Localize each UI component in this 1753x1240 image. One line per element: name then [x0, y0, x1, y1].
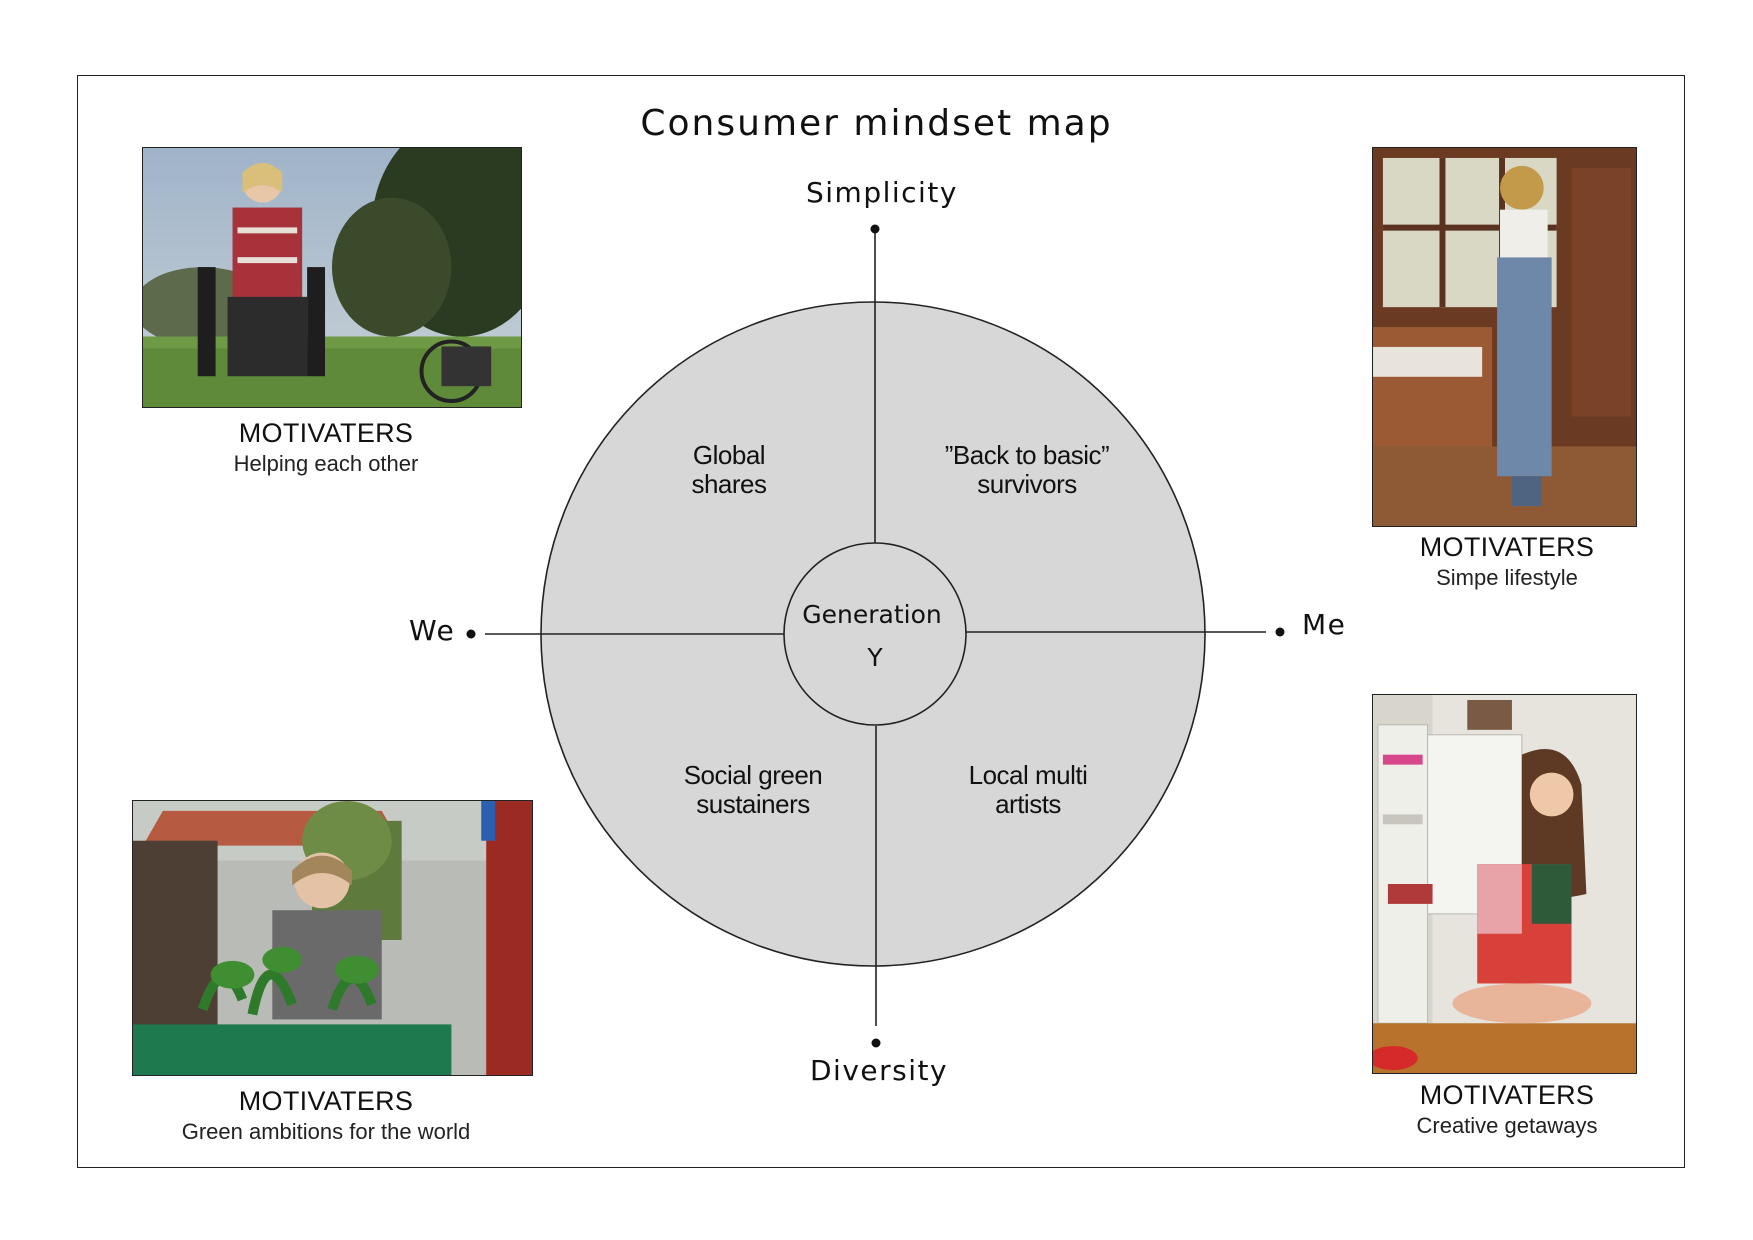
center-label-line2: Y [866, 643, 883, 672]
card-heading: MOTIVATERS [1419, 1080, 1595, 1110]
kitchen-photo-icon [1373, 148, 1636, 526]
garden-photo-icon [133, 801, 532, 1075]
axis-label-diversity: Diversity [810, 1054, 949, 1087]
axis-dot-bottom [871, 1038, 881, 1048]
card-top-right-caption: MOTIVATERS Simpe lifestyle [1297, 532, 1717, 591]
axis-label-we: We [409, 614, 456, 647]
card-subtitle: Creative getaways [1416, 1113, 1598, 1138]
quadrant-bottom-left-line2: sustainers [696, 789, 810, 819]
quadrant-top-right-line1: ”Back to basic” [945, 440, 1109, 470]
card-subtitle: Helping each other [233, 451, 419, 476]
card-subtitle: Green ambitions for the world [181, 1119, 471, 1144]
axis-label-me: Me [1302, 608, 1347, 641]
fridge-photo-icon [1373, 695, 1636, 1073]
card-heading: MOTIVATERS [1419, 532, 1595, 562]
diagram-title: Consumer mindset map [640, 103, 1113, 144]
axis-dot-top [870, 224, 880, 234]
photo-helping-each-other [142, 147, 522, 408]
photo-green-ambitions [132, 800, 533, 1076]
quadrant-top-left-line2: shares [691, 469, 767, 499]
diagram-frame [77, 75, 1685, 1168]
axis-dot-left [466, 629, 476, 639]
quadrant-bottom-right-line2: artists [995, 789, 1061, 819]
axis-dot-right [1275, 627, 1285, 637]
axis-label-simplicity: Simplicity [806, 176, 958, 209]
card-bottom-left-caption: MOTIVATERS Green ambitions for the world [116, 1086, 536, 1145]
card-heading: MOTIVATERS [238, 1086, 414, 1116]
card-bottom-right-caption: MOTIVATERS Creative getaways [1297, 1080, 1717, 1139]
center-label-line1: Generation [802, 600, 941, 629]
quadrant-top-left-line1: Global [693, 440, 765, 470]
card-heading: MOTIVATERS [238, 418, 414, 448]
card-subtitle: Simpe lifestyle [1436, 565, 1578, 590]
card-top-left-caption: MOTIVATERS Helping each other [116, 418, 536, 477]
quadrant-top-right-line2: survivors [977, 469, 1077, 499]
center-circle [783, 542, 967, 726]
quadrant-bottom-right-line1: Local multi [969, 760, 1088, 790]
photo-creative-getaways [1372, 694, 1637, 1074]
quadrant-bottom-left-line1: Social green [684, 760, 823, 790]
photo-simple-lifestyle [1372, 147, 1637, 527]
exoskeleton-photo-icon [143, 148, 521, 407]
